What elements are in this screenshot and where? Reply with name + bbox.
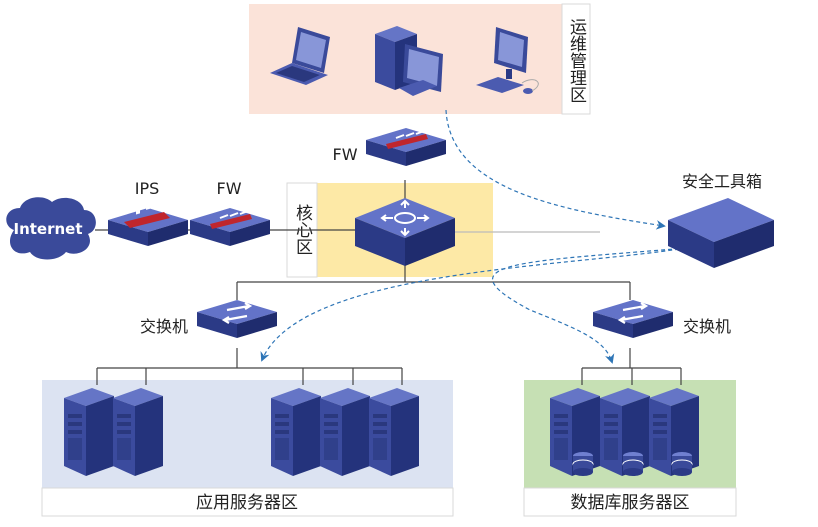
ips-icon <box>108 198 188 246</box>
desktop-pc-icon <box>375 26 443 96</box>
app-server-icon <box>320 388 370 476</box>
internet-label: Internet <box>13 220 82 238</box>
core-switch-icon <box>355 198 455 266</box>
app-server-icon <box>369 388 419 476</box>
app-zone-label-box <box>41 487 454 517</box>
laptop-icon <box>270 27 330 85</box>
ops-zone-label: 运维管理区 <box>566 18 587 103</box>
database-disk-icon <box>572 451 594 477</box>
switch-left-icon <box>197 300 277 338</box>
internet-cloud-icon <box>6 197 96 260</box>
workstation-icon <box>476 27 539 94</box>
switch-left-label: 交换机 <box>140 317 188 336</box>
firewall-left-label: FW <box>216 179 241 198</box>
database-disk-icon <box>622 451 644 477</box>
security-toolbox-icon <box>668 198 774 268</box>
app-server-icon <box>64 388 114 476</box>
db-zone-label: 数据库服务器区 <box>571 493 690 513</box>
firewall-top-icon <box>366 128 446 166</box>
db-zone-label-box <box>523 487 737 517</box>
security-toolbox-label: 安全工具箱 <box>682 172 762 191</box>
switch-right-label: 交换机 <box>683 317 731 336</box>
app-zone-label: 应用服务器区 <box>196 493 298 513</box>
ops-zone-label-box <box>561 3 591 115</box>
dashed-links <box>260 109 687 364</box>
app-server-icon <box>113 388 163 476</box>
firewall-left-icon <box>190 208 270 246</box>
app-server-icon <box>271 388 321 476</box>
switch-right-icon <box>593 300 673 338</box>
firewall-top-label: FW <box>332 145 357 164</box>
ips-label: IPS <box>135 179 160 198</box>
links <box>95 180 682 385</box>
database-disk-icon <box>671 451 693 477</box>
